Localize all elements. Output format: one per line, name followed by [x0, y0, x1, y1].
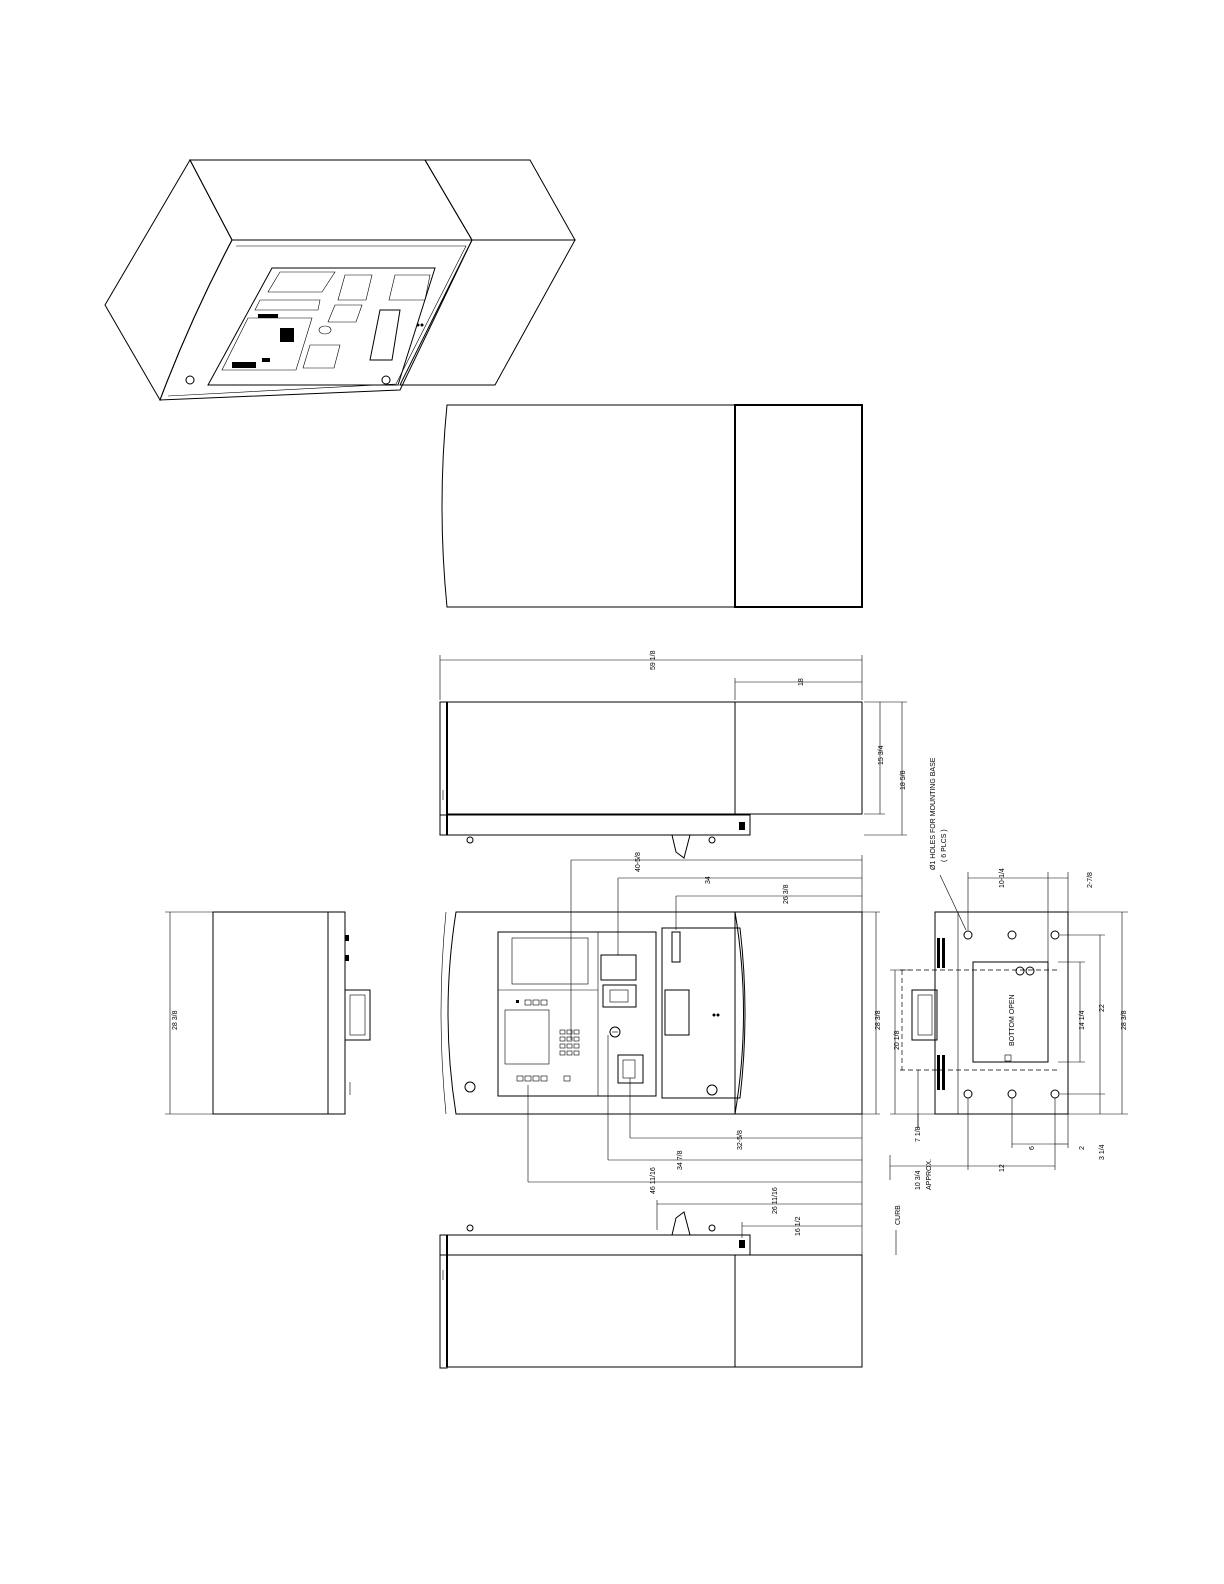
- note-holes-line2: ( 6 PLCS ): [941, 829, 948, 862]
- base-view: BOTTOM OPEN Ø1 HOLES FOR MOUNTING BASE (…: [890, 757, 1128, 1255]
- end-view: 28 3/8: [165, 912, 370, 1114]
- note-holes-line1: Ø1 HOLES FOR MOUNTING BASE: [930, 757, 937, 870]
- label-bottom-open: BOTTOM OPEN: [1009, 994, 1016, 1046]
- dim-base-12: 12: [999, 1164, 1006, 1172]
- dim-approx-word: APPROX.: [926, 1159, 933, 1190]
- keypad: [560, 1030, 579, 1055]
- top-view: [442, 405, 862, 607]
- dim-base-2: 2: [1079, 1146, 1086, 1150]
- dim-base-22: 22: [1099, 1004, 1106, 1012]
- dim-top-height-1: 15 3/4: [878, 745, 885, 765]
- dim-base-2-7-8: 2-7/8: [1087, 872, 1094, 888]
- dim-rear-section: 18: [798, 678, 805, 686]
- dim-base-3-1-4: 3 1/4: [1099, 1144, 1106, 1160]
- side-view-lower: 26 11/16 16 1/2: [440, 1187, 862, 1368]
- dim-34-7-8: 34 7/8: [677, 1150, 684, 1170]
- dim-approx-value: 10 3/4: [915, 1170, 922, 1190]
- dim-base-14-1-4: 14 1/4: [1079, 1010, 1086, 1030]
- dim-32-5-8: 32-5/8: [737, 1130, 744, 1150]
- front-view: 40-5/8 34 26 3/8 28 3/8 32-5/8 34 7/8 46…: [441, 852, 882, 1255]
- dim-26-11-16: 26 11/16: [772, 1187, 779, 1214]
- dim-side-height: 28 3/8: [172, 1010, 179, 1030]
- isometric-view: [105, 160, 575, 400]
- dim-16-1-2: 16 1/2: [795, 1216, 802, 1236]
- dim-overall-length: 59 1/8: [650, 650, 657, 670]
- dim-26-3-8: 26 3/8: [783, 884, 790, 904]
- dim-base-6: 6: [1029, 1146, 1036, 1150]
- dim-20-1-8: 20 1/8: [894, 1030, 901, 1050]
- dim-46-11-16: 46 11/16: [650, 1167, 657, 1194]
- label-curb: CURB: [895, 1205, 902, 1225]
- dim-front-height: 28 3/8: [875, 1010, 882, 1030]
- dim-base-10-1-4: 10-1/4: [999, 868, 1006, 888]
- dim-top-height-2: 18 5/8: [900, 770, 907, 790]
- side-view-upper: 59 1/8 18 15 3/4 18 5/8: [440, 650, 907, 858]
- dim-34: 34: [705, 876, 712, 884]
- dim-base-7-1-8: 7 1/8: [915, 1126, 922, 1142]
- dim-base-28-3-8: 28 3/8: [1121, 1010, 1128, 1030]
- dim-40-5-8: 40-5/8: [635, 852, 642, 872]
